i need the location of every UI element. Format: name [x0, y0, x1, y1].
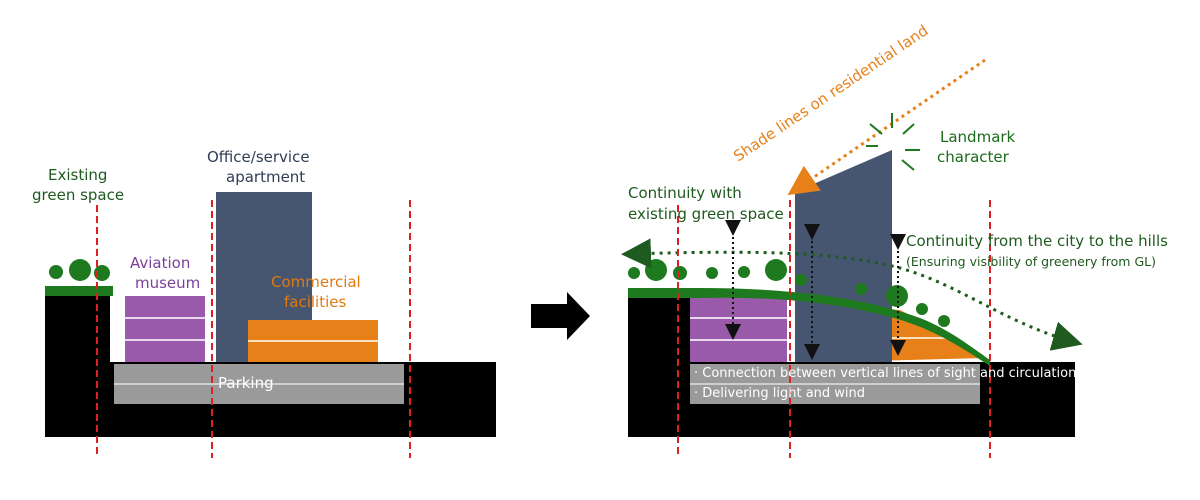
- aviation-label-1: Aviation: [130, 254, 190, 272]
- right-tree-2: [645, 259, 667, 281]
- right-tree-10: [916, 303, 928, 315]
- landmark-spark-icon: [866, 113, 920, 171]
- right-tree-11: [938, 315, 950, 327]
- left-green-strip: [45, 286, 113, 296]
- right-tower-block: [795, 150, 892, 362]
- existing-green-label-1: Existing: [48, 166, 107, 184]
- right-section: Shade lines on residential land Landmark…: [621, 21, 1168, 458]
- continuity-arrow-right-head: [1049, 321, 1083, 351]
- aviation-museum-block: [125, 296, 205, 362]
- existing-green-label-2: green space: [32, 186, 124, 204]
- right-tree-3: [673, 266, 687, 280]
- visibility-note-label: (Ensuring visibility of greenery from GL…: [906, 254, 1156, 269]
- landmark-label-1: Landmark: [940, 128, 1016, 146]
- shade-lines-label: Shade lines on residential land: [730, 21, 931, 165]
- continuity-green-label-2: existing green space: [628, 205, 784, 223]
- left-section: Parking Existing green space Aviation mu…: [32, 148, 496, 458]
- right-tree-5: [738, 266, 750, 278]
- aviation-label-2: museum: [135, 274, 200, 292]
- landmark-label-2: character: [937, 148, 1010, 166]
- left-tree-2: [69, 259, 91, 281]
- right-tree-1: [628, 267, 640, 279]
- right-tree-4: [706, 267, 718, 279]
- right-tree-7: [795, 274, 807, 286]
- right-tree-6: [765, 259, 787, 281]
- right-museum-block: [690, 296, 787, 362]
- shade-lines-arrow: [787, 58, 986, 196]
- left-tree-1: [49, 265, 63, 279]
- office-label-2: apartment: [226, 168, 305, 186]
- bullet-connection-label: · Connection between vertical lines of s…: [694, 366, 1122, 381]
- right-arrow-icon: [531, 292, 590, 340]
- right-tree-8: [855, 283, 867, 295]
- office-label-1: Office/service: [207, 148, 310, 166]
- commercial-label-1: Commercial: [271, 273, 361, 291]
- left-parking-label: Parking: [218, 374, 274, 392]
- continuity-city-label: Continuity from the city to the hills: [906, 232, 1168, 250]
- green-roof-slope: [628, 288, 990, 366]
- bullet-light-wind-label: · Delivering light and wind: [694, 386, 865, 401]
- commercial-label-2: facilities: [284, 293, 346, 311]
- continuity-green-label-1: Continuity with: [628, 184, 742, 202]
